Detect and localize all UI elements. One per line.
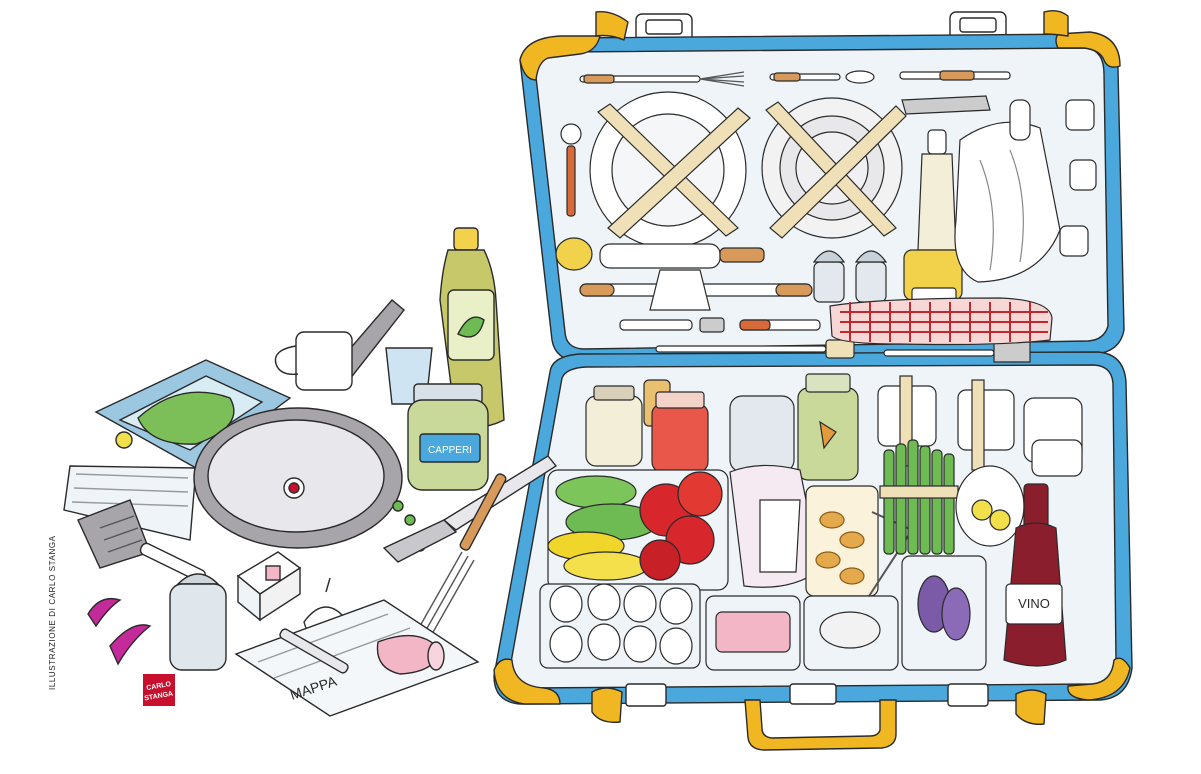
mug [274,331,353,391]
salt-shaker [169,573,227,671]
artist-logo: CARLO STANGA [143,674,175,706]
vegetable-tray [547,469,729,591]
butter-box [236,551,302,622]
logo-line-2: STANGA [144,691,174,703]
salt-pepper-shakers [812,250,888,303]
wine-label: VINO [1018,596,1050,611]
latches [625,683,989,707]
hanging-cups [1059,99,1097,257]
salami [376,634,445,675]
logo-line-1: CARLO [146,681,172,692]
top-handles [635,11,1007,45]
jars-row [585,373,859,481]
cutting-board [954,99,1061,283]
knife [382,455,558,563]
lid-corners [519,9,1121,81]
bottom-handle [744,699,897,751]
pizza-cutter [560,123,582,217]
cutlery-row [579,70,1011,87]
lemons [955,465,1025,547]
rolling-pin [555,237,1031,363]
base-contents: VINO [539,373,1083,671]
plates [589,91,991,249]
map-newspaper: MAPPA [234,599,480,717]
map-knife [279,628,349,674]
mugs [877,375,1083,477]
capers-jar: CAPPERI [407,383,489,491]
guidebook [63,359,292,541]
chili-peppers [87,597,152,666]
wine-bottle: VINO [1003,483,1067,667]
base-corners [493,657,1131,725]
capers-label: CAPPERI [428,445,472,456]
carving-fork [419,473,507,635]
illustration-credit: ILLUSTRAZIONE DI CARLO STANGA [48,535,57,690]
spatula [77,499,207,583]
wrapped-bread [729,464,821,588]
left-objects: CAPPERI [63,227,558,717]
egg-carton [539,583,701,669]
checkered-napkin [829,297,1053,346]
olive-oil-bottle [439,227,505,428]
container-fillings [715,575,971,653]
lid-contents [555,70,1097,363]
